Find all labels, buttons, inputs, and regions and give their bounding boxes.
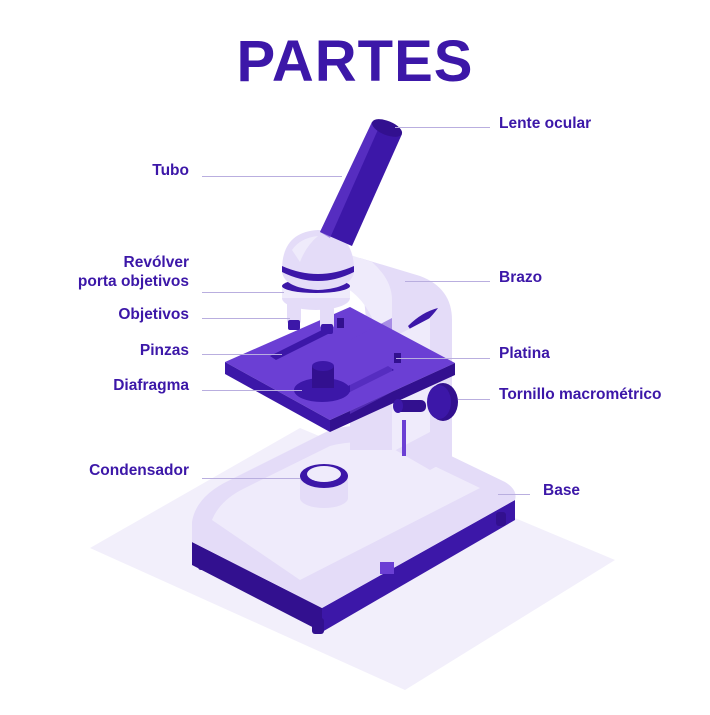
leader-objetivos [202,318,290,319]
label-lente-ocular: Lente ocular [499,114,591,133]
condenser-bottom [300,488,348,508]
label-diafragma-text: Diafragma [113,377,189,394]
label-tornillo: Tornillo macrométrico [499,385,662,404]
label-tornillo-text: Tornillo macrométrico [499,386,662,403]
condenser-top-lens [307,466,341,482]
leader-brazo [405,281,490,282]
head-band [282,266,354,281]
leader-tornillo [458,399,490,400]
base-left-face [192,542,322,632]
leader-condensador [202,478,300,479]
leader-tubo [202,176,342,177]
base-right-face [322,500,515,632]
stage-right-edge [330,363,455,432]
eyepiece-top [371,119,403,137]
label-revolver: Revólver porta objetivos [78,253,189,291]
leader-diafragma [202,390,302,391]
label-objetivos: Objetivos [118,305,189,324]
leader-revolver [202,292,284,293]
label-pinzas-text: Pinzas [139,342,189,359]
label-lente-ocular-text: Lente ocular [499,115,592,132]
stage-column [350,318,392,414]
base-foot-front [312,618,324,634]
label-base-text: Base [543,482,581,499]
diaphragm-body [312,366,334,388]
objective-2-tip [321,324,333,334]
tube-body [320,122,402,246]
base-foot-right [496,512,506,526]
stage-top [225,307,455,420]
knob-axle-end [393,399,403,413]
label-tubo-text: Tubo [152,162,189,179]
knob-axle [396,400,426,412]
page-title: PARTES [236,29,474,94]
leader-pinzas [202,354,282,355]
label-condensador: Condensador [89,461,189,480]
label-revolver-line2: porta objetivos [77,273,189,290]
label-pinzas: Pinzas [140,341,189,360]
base-top-highlight [212,442,480,580]
head-highlight [292,236,318,262]
arm-stripe [402,420,406,456]
objective-2 [320,306,334,328]
diaphragm-top [312,361,334,371]
leader-lente-ocular [395,127,490,128]
label-brazo-text: Brazo [499,269,543,286]
diaphragm-disc [294,378,350,402]
knob-wheel-face [427,385,451,419]
stage-clip-back [270,330,328,360]
label-platina: Platina [499,344,550,363]
label-brazo: Brazo [499,268,542,287]
label-objetivos-text: Objetivos [118,306,189,323]
base-slot [380,562,394,574]
label-revolver-line1: Revólver [123,254,189,271]
label-tubo: Tubo [152,161,189,180]
stage-pin-1 [337,318,344,328]
label-diafragma: Diafragma [113,376,189,395]
leader-platina [396,358,490,359]
base-foot-left [198,554,210,570]
leader-base [498,494,530,495]
stage-left-edge [225,362,330,432]
objective-1-tip [288,320,300,330]
label-platina-text: Platina [499,345,550,362]
objective-1 [287,300,301,324]
tube-shade [320,122,380,238]
label-base: Base [543,481,580,500]
label-condensador-text: Condensador [89,462,189,479]
